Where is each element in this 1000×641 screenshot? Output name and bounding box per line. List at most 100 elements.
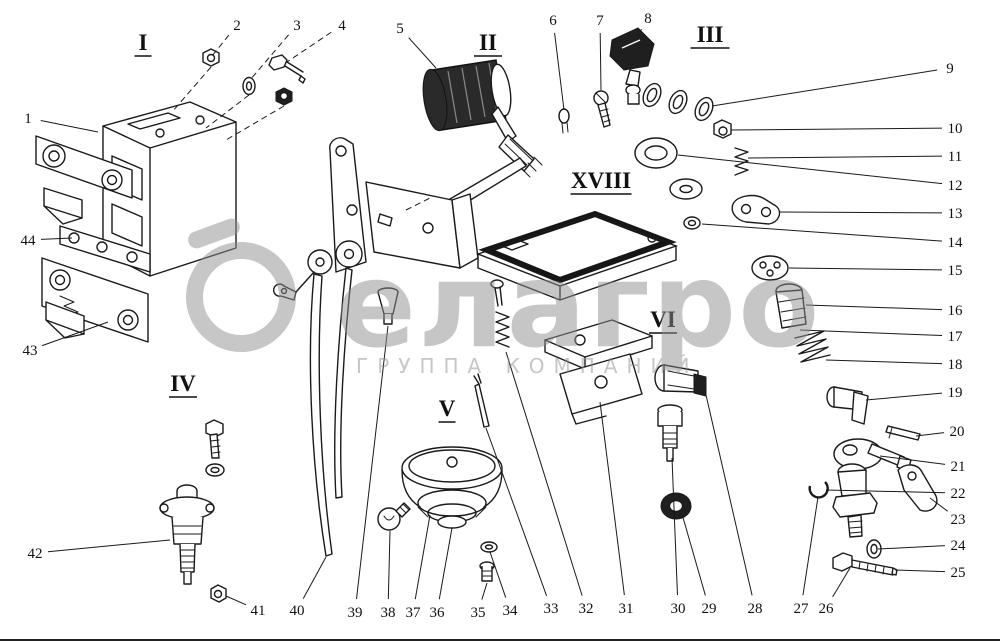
callout-16: 16 [948, 303, 964, 319]
callout-43: 43 [23, 343, 38, 359]
callout-22: 22 [951, 486, 966, 502]
section-label-III: III [697, 22, 724, 47]
part-bolt-bottom-right [832, 539, 898, 576]
part-elbow-fitting [654, 364, 707, 397]
part-right-stack [634, 119, 831, 363]
diagram-artwork [35, 27, 938, 603]
callout-44: 44 [21, 233, 37, 249]
part-grommet [660, 492, 692, 520]
part-bracket-vi [544, 319, 653, 425]
part-pin-and-spring [473, 279, 510, 428]
section-label-IV: IV [170, 371, 196, 396]
part-rivet-6 [558, 108, 570, 134]
part-terminal-clamp [609, 27, 655, 105]
leader-line-22 [825, 489, 946, 494]
section-label-XVIII: XVIII [571, 168, 631, 193]
callout-35: 35 [471, 605, 486, 621]
part-top-fasteners [171, 48, 306, 141]
part-insulator [377, 287, 399, 325]
callout-25: 25 [951, 565, 966, 581]
leader-line-44 [40, 237, 73, 240]
leader-line-26 [832, 567, 851, 598]
callout-8: 8 [644, 11, 652, 27]
callout-17: 17 [948, 329, 964, 345]
part-horn [401, 446, 503, 529]
part-mounting-bracket [329, 137, 479, 273]
callout-12: 12 [948, 178, 963, 194]
leader-line-37 [414, 514, 431, 600]
callout-6: 6 [549, 13, 557, 29]
leader-line-35 [481, 582, 488, 600]
callout-33: 33 [544, 601, 559, 617]
part-circlip [808, 481, 829, 499]
callout-10: 10 [948, 121, 963, 137]
leader-line-38 [387, 530, 391, 600]
callout-7: 7 [596, 13, 604, 29]
callout-24: 24 [951, 538, 967, 554]
part-rocker-and-pin [833, 425, 921, 472]
section-label-I: I [139, 30, 148, 55]
callout-3: 3 [293, 18, 301, 34]
part-sensor-plug [657, 404, 683, 462]
callout-18: 18 [948, 357, 963, 373]
callout-9: 9 [946, 61, 954, 77]
callout-42: 42 [28, 546, 43, 562]
leader-line-17 [799, 329, 943, 336]
leader-line-25 [894, 569, 946, 573]
callout-38: 38 [381, 605, 396, 621]
callout-20: 20 [950, 424, 965, 440]
callout-14: 14 [948, 235, 964, 251]
callout-27: 27 [794, 601, 810, 617]
part-valve-body [832, 463, 938, 538]
callout-28: 28 [748, 601, 763, 617]
leader-line-10 [730, 127, 943, 131]
leader-line-39 [355, 325, 389, 600]
callout-15: 15 [948, 263, 963, 279]
leader-line-13 [779, 211, 943, 214]
part-lever-rods [273, 240, 363, 557]
leader-line-30 [671, 457, 678, 596]
leader-line-1 [40, 120, 99, 133]
part-switch [159, 484, 227, 603]
leader-line-8 [639, 29, 642, 33]
leader-line-36 [438, 527, 453, 600]
callout-40: 40 [290, 603, 305, 619]
leader-line-6 [554, 32, 565, 111]
section-label-VI: VI [650, 307, 676, 332]
part-bulb [377, 502, 411, 531]
part-relay-box [35, 101, 237, 343]
section-label-II: II [479, 30, 497, 55]
leader-line-4 [286, 31, 332, 63]
leader-line-11 [747, 155, 943, 159]
callout-23: 23 [951, 512, 966, 528]
leader-lines-layer [40, 29, 948, 606]
leader-line-21 [879, 455, 946, 465]
callout-32: 32 [579, 601, 594, 617]
leader-line-2 [211, 34, 230, 57]
part-chain-links [642, 82, 714, 122]
part-elbow-right [826, 386, 869, 425]
callout-2: 2 [233, 18, 241, 34]
callout-39: 39 [348, 605, 363, 621]
callout-1: 1 [24, 111, 32, 127]
part-horn-fasteners [479, 541, 498, 582]
callout-31: 31 [619, 601, 634, 617]
leader-line-19 [865, 392, 943, 401]
leader-line-40 [302, 556, 327, 599]
callout-30: 30 [671, 601, 686, 617]
leader-line-41 [225, 595, 247, 606]
leader-line-29 [681, 513, 706, 596]
callout-29: 29 [702, 601, 717, 617]
leader-line-7 [599, 32, 602, 91]
leader-line-33 [485, 427, 548, 596]
leader-line-24 [877, 545, 946, 550]
callout-36: 36 [430, 605, 446, 621]
callout-5: 5 [396, 21, 404, 37]
callout-34: 34 [503, 603, 519, 619]
part-bolt-iv [205, 419, 225, 477]
leader-line-5 [408, 37, 437, 69]
leader-line-14 [701, 223, 943, 242]
leader-line-23 [929, 497, 948, 512]
